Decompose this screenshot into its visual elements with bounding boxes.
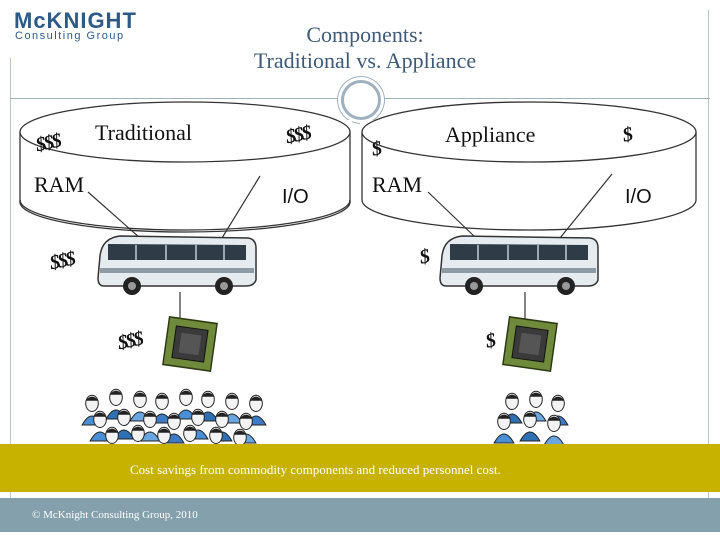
frame-right-line <box>708 10 709 500</box>
frame-left-line <box>10 58 11 498</box>
appliance-storage-cylinder <box>360 101 700 231</box>
traditional-bus-icon <box>97 235 257 295</box>
logo-tagline: Consulting Group <box>15 30 125 42</box>
traditional-ram-label: RAM <box>34 172 85 197</box>
appliance-bus-icon <box>439 235 599 295</box>
person-icon <box>519 410 541 442</box>
appliance-processor-chip-icon <box>502 316 558 372</box>
person-icon <box>493 412 515 444</box>
appliance-ram-label: RAM <box>372 172 423 197</box>
traditional-heading: Traditional <box>95 120 192 145</box>
footer-bar <box>0 498 720 532</box>
appliance-personnel-group-icon <box>493 390 569 446</box>
person-icon <box>175 388 197 420</box>
traditional-io-label: I/O <box>282 186 309 208</box>
appliance-io-label: I/O <box>625 186 652 208</box>
traditional-storage-cylinder <box>18 101 352 233</box>
person-icon <box>543 414 565 446</box>
divider-circle-ornament <box>341 80 381 120</box>
traditional-bus-cost: $$$ <box>47 247 76 275</box>
traditional-personnel-crowd-icon <box>81 388 267 460</box>
footer-copyright: © McKnight Consulting Group, 2010 <box>32 509 198 521</box>
person-icon <box>151 392 173 424</box>
logo-wordmark: McKNIGHT <box>14 8 137 33</box>
traditional-chip-cost: $$$ <box>115 327 144 355</box>
slide-title-line1: Components: <box>306 22 424 47</box>
traditional-io-cost: $$$ <box>283 121 312 149</box>
caption-band <box>0 444 720 492</box>
person-icon <box>113 408 135 440</box>
traditional-ram-cost: $$$ <box>33 129 62 157</box>
caption-text: Cost savings from commodity components a… <box>130 462 501 477</box>
slide-title-line2: Traditional vs. Appliance <box>253 48 477 73</box>
traditional-processor-chip-icon <box>162 316 218 372</box>
appliance-heading: Appliance <box>445 122 536 147</box>
